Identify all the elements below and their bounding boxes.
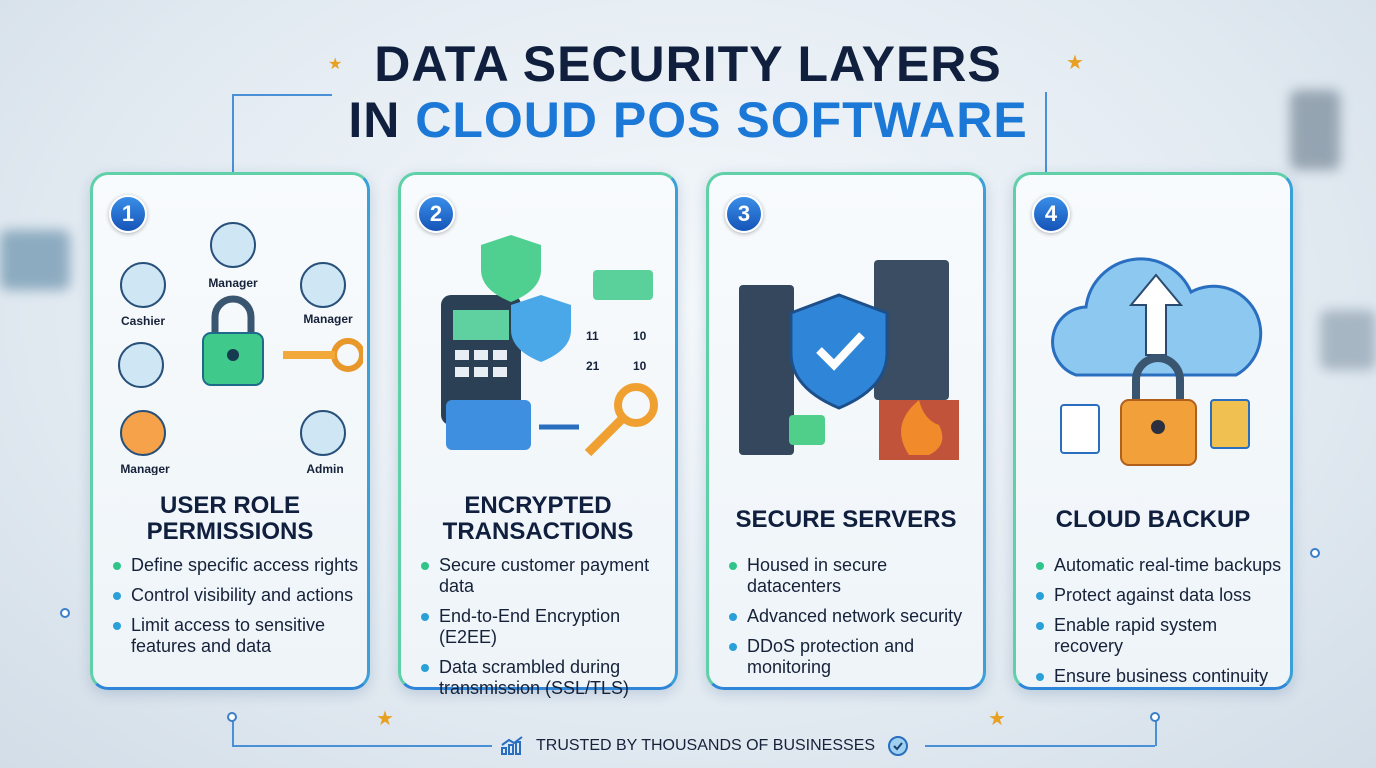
- decor-line: [232, 716, 234, 746]
- card-user-role-permissions: 1 Manager Cashier Manager Manager Admin …: [90, 172, 370, 690]
- footer-banner: TRUSTED BY THOUSANDS OF BUSINESSES: [500, 735, 909, 757]
- role-label: Manager: [120, 462, 170, 475]
- user-roles-illustration: Manager Cashier Manager Manager Admin: [118, 222, 363, 475]
- role-label: Cashier: [121, 314, 165, 328]
- page-title-line1: DATA SECURITY LAYERS: [374, 36, 1002, 92]
- cloud-backup-illustration: [1051, 257, 1263, 466]
- decor-line: [232, 745, 492, 747]
- role-label: Admin: [306, 462, 343, 475]
- title-accent: CLOUD POS SOFTWARE: [415, 92, 1028, 148]
- step-badge: 4: [1032, 195, 1070, 233]
- bullet-item: Ensure business continuity: [1036, 666, 1291, 687]
- decor-line: [232, 94, 332, 96]
- decor-line: [925, 745, 1155, 747]
- card-title-line: TRANSACTIONS: [442, 518, 634, 545]
- star-icon: ★: [1066, 52, 1084, 74]
- star-icon: ★: [328, 56, 343, 73]
- page-title-line2: IN CLOUD POS SOFTWARE: [0, 92, 1376, 148]
- step-badge: 1: [109, 195, 147, 233]
- bullet-item: Housed in secure datacenters: [729, 555, 984, 597]
- card-title-line: PERMISSIONS: [146, 518, 314, 545]
- card-title-line: CLOUD BACKUP: [1055, 506, 1251, 533]
- card-secure-servers: 3 SECURE SERVERS Housed in secure datace…: [706, 172, 986, 690]
- background-blur: [1320, 310, 1376, 370]
- star-icon: ★: [376, 708, 394, 730]
- decor-dot: [60, 608, 70, 618]
- bullet-list: Housed in secure datacenters Advanced ne…: [729, 555, 984, 687]
- card-title: SECURE SERVERS: [709, 507, 983, 533]
- background-blur: [1290, 90, 1340, 170]
- role-label: Manager: [303, 312, 353, 326]
- verified-badge-icon: [888, 736, 909, 756]
- decor-line: [232, 94, 234, 174]
- bullet-item: Automatic real-time backups: [1036, 555, 1291, 576]
- bullet-item: Advanced network security: [729, 606, 984, 627]
- decor-dot: [227, 712, 237, 722]
- decor-dot: [1150, 712, 1160, 722]
- card-title-line: USER ROLE: [159, 492, 300, 519]
- background-blur: [0, 230, 70, 290]
- encrypted-transactions-illustration: 11 10 21 10: [441, 235, 658, 457]
- footer-text: TRUSTED BY THOUSANDS OF BUSINESSES: [536, 737, 876, 754]
- bullet-item: Define specific access rights: [113, 555, 368, 576]
- card-cloud-backup: 4 CLOUD BACKUP Automatic real-time backu…: [1013, 172, 1293, 690]
- growth-chart-icon: [501, 736, 523, 755]
- bullet-item: End-to-End Encryption (E2EE): [421, 606, 676, 648]
- step-badge: 3: [725, 195, 763, 233]
- binary-text: 21: [586, 359, 600, 373]
- star-icon: ★: [988, 708, 1006, 730]
- card-title-line: ENCRYPTED: [464, 492, 612, 519]
- bullet-list: Define specific access rights Control vi…: [113, 555, 368, 666]
- bullet-item: Secure customer payment data: [421, 555, 676, 597]
- bullet-item: Protect against data loss: [1036, 585, 1291, 606]
- binary-text: 10: [633, 329, 647, 343]
- card-title: CLOUD BACKUP: [1016, 507, 1290, 533]
- bullet-list: Secure customer payment data End-to-End …: [421, 555, 676, 708]
- bullet-item: Limit access to sensitive features and d…: [113, 615, 368, 657]
- step-badge: 2: [417, 195, 455, 233]
- bullet-item: Data scrambled during transmission (SSL/…: [421, 657, 676, 699]
- secure-servers-illustration: [739, 260, 959, 460]
- title-plain: IN: [348, 92, 416, 148]
- bullet-item: Enable rapid system recovery: [1036, 615, 1291, 657]
- bullet-item: Control visibility and actions: [113, 585, 368, 606]
- binary-text: 11: [586, 329, 599, 343]
- binary-text: 10: [633, 359, 647, 373]
- decor-line: [1045, 92, 1047, 174]
- bullet-list: Automatic real-time backups Protect agai…: [1036, 555, 1291, 696]
- bullet-item: DDoS protection and monitoring: [729, 636, 984, 678]
- role-label: Manager: [208, 276, 258, 290]
- decor-dot: [1310, 548, 1320, 558]
- card-title-line: SECURE SERVERS: [735, 506, 957, 533]
- decor-line: [1155, 716, 1157, 746]
